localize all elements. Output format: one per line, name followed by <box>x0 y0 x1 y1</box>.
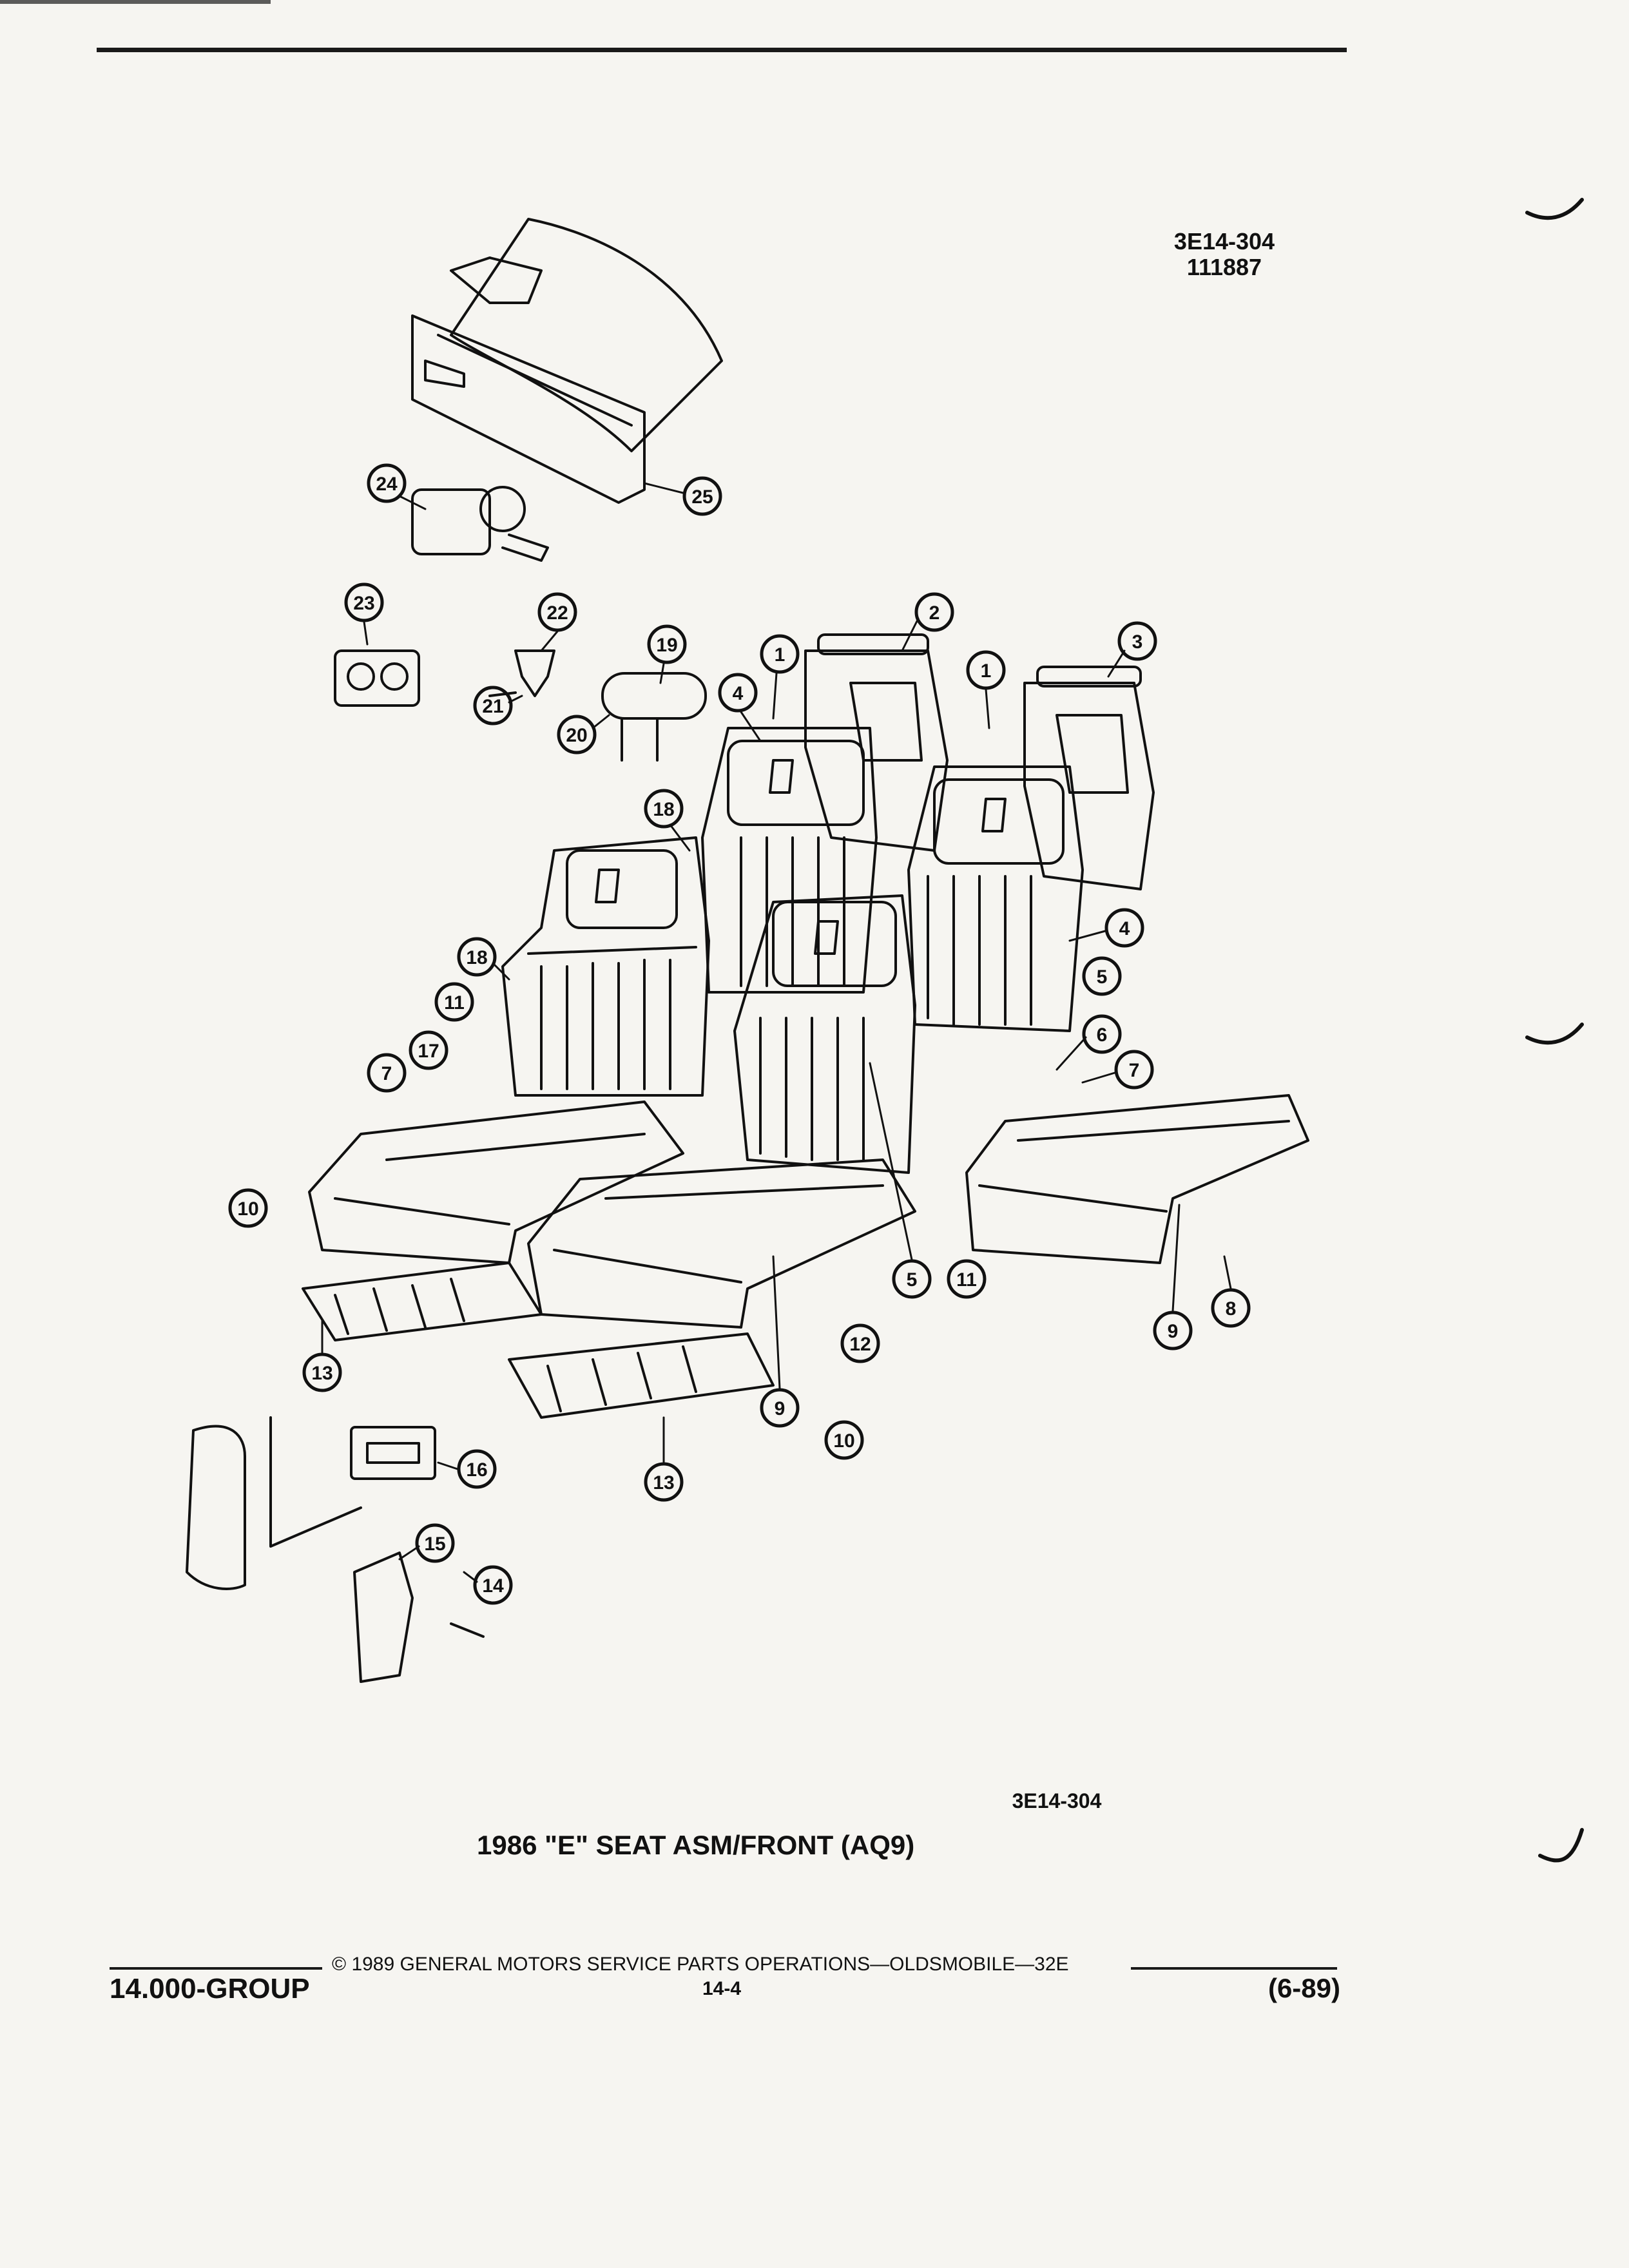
footer-group: 14.000-GROUP <box>110 1973 310 2004</box>
svg-text:13: 13 <box>311 1363 333 1384</box>
svg-text:12: 12 <box>849 1334 871 1355</box>
svg-text:1: 1 <box>775 644 786 666</box>
callout-numbers: 24 25 23 22 19 21 20 4 1 2 1 3 18 18 11 … <box>237 474 1236 1597</box>
spring-frame-left <box>302 1262 543 1341</box>
seat-cushion-left <box>308 1100 684 1264</box>
svg-text:8: 8 <box>1226 1298 1237 1320</box>
console-housing <box>411 218 723 504</box>
binding-marks <box>1525 198 1584 1863</box>
seat-back-shell-3 <box>1023 666 1155 890</box>
scan-smudge <box>0 0 271 4</box>
svg-text:24: 24 <box>376 474 398 495</box>
svg-text:10: 10 <box>237 1198 258 1220</box>
svg-text:7: 7 <box>1129 1060 1140 1081</box>
svg-text:20: 20 <box>566 725 587 746</box>
svg-text:25: 25 <box>691 486 713 508</box>
seat-back-left <box>501 836 710 1097</box>
seat-back-right <box>907 765 1084 1032</box>
svg-text:16: 16 <box>466 1459 487 1481</box>
seat-back-front <box>733 894 916 1174</box>
svg-text:19: 19 <box>656 635 677 656</box>
svg-text:9: 9 <box>1168 1321 1179 1342</box>
svg-text:21: 21 <box>482 696 503 717</box>
svg-text:2: 2 <box>929 602 940 624</box>
figure-code: 3E14-304 <box>1012 1789 1102 1812</box>
svg-text:18: 18 <box>466 947 487 968</box>
bezel-hole-right <box>380 662 409 691</box>
svg-text:15: 15 <box>424 1533 445 1555</box>
bolt-14 <box>450 1622 485 1638</box>
motor-24 <box>411 486 549 562</box>
svg-text:18: 18 <box>653 799 674 820</box>
svg-text:5: 5 <box>1097 966 1108 988</box>
footer-rule-right <box>1131 1967 1337 1970</box>
top-rule <box>97 48 1347 52</box>
bezel-hole-left <box>347 662 375 691</box>
bracket-15 <box>353 1552 414 1683</box>
footer-rule-left <box>110 1967 322 1970</box>
svg-text:4: 4 <box>1119 918 1130 939</box>
reference-number: 111887 <box>1186 254 1262 280</box>
seat-cushion-center <box>527 1158 916 1329</box>
svg-text:3: 3 <box>1132 631 1143 653</box>
svg-text:5: 5 <box>907 1269 918 1291</box>
reference-code: 3E14-304 <box>1173 228 1275 255</box>
svg-text:11: 11 <box>444 992 465 1014</box>
svg-text:6: 6 <box>1097 1024 1108 1046</box>
spring-frame-right <box>508 1332 775 1419</box>
switch-bezel-23 <box>334 649 420 707</box>
bracket-16 <box>350 1426 436 1480</box>
footer-date: (6-89) <box>1268 1973 1340 2003</box>
footer-copyright: © 1989 GENERAL MOTORS SERVICE PARTS OPER… <box>332 1954 1069 1975</box>
footer-page: 14-4 <box>702 1978 742 1999</box>
callout-circles <box>228 463 1251 1605</box>
svg-text:7: 7 <box>381 1063 392 1084</box>
figure-caption: 1986 "E" SEAT ASM/FRONT (AQ9) <box>477 1830 915 1860</box>
svg-text:14: 14 <box>482 1575 504 1597</box>
headrest-20 <box>601 672 707 762</box>
svg-text:1: 1 <box>981 660 992 682</box>
svg-text:13: 13 <box>653 1472 674 1494</box>
svg-text:10: 10 <box>833 1430 854 1452</box>
leader-lines <box>321 482 1232 1583</box>
screw-21 <box>488 691 517 697</box>
svg-text:22: 22 <box>546 602 568 624</box>
svg-text:23: 23 <box>353 593 374 614</box>
svg-text:9: 9 <box>775 1398 786 1419</box>
seat-cushion-right <box>965 1094 1309 1264</box>
svg-text:11: 11 <box>956 1269 977 1291</box>
door-pillar <box>186 1416 362 1590</box>
svg-text:4: 4 <box>733 683 744 704</box>
seat-back-center <box>701 727 878 994</box>
knob-22 <box>514 649 555 697</box>
svg-text:17: 17 <box>418 1041 439 1062</box>
